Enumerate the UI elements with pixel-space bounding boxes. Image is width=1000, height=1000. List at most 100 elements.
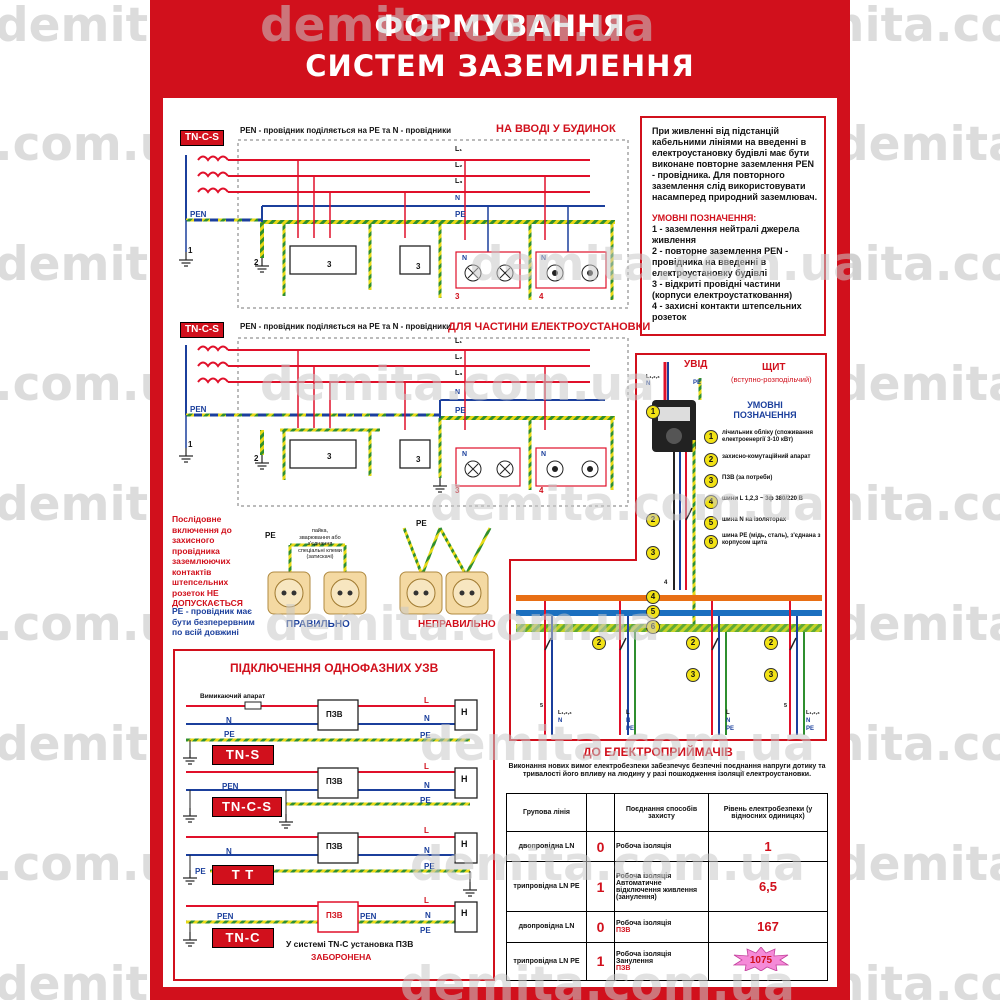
- marker-2: 2: [686, 636, 700, 650]
- marker-4: 4: [704, 495, 718, 509]
- label-n: N: [462, 451, 468, 458]
- wire-pe: PE: [224, 730, 235, 739]
- highlight-burst: 1075: [733, 947, 789, 971]
- wire-label: PE: [726, 726, 735, 732]
- wire-l: L: [424, 696, 429, 705]
- wire-label: PE: [806, 726, 815, 732]
- system-badge: TN-C-S: [212, 797, 282, 817]
- load: H: [461, 707, 468, 717]
- wire-label: PE: [626, 726, 635, 732]
- diagram-2-heading: ДЛЯ ЧАСТИНИ ЕЛЕКТРОУСТАНОВКИ: [448, 321, 651, 333]
- label-n: N: [541, 451, 547, 458]
- panel-title: ЩИТ: [762, 362, 786, 373]
- forbidden-note-2: ЗАБОРОНЕНА: [311, 952, 372, 962]
- table-row: трипровідна LN PE 1 Робоча ізоляція Авто…: [506, 861, 828, 913]
- legend-item: 4 - захисні контакти штепсельних розеток: [652, 301, 802, 322]
- protection-text: Робоча ізоляція Занулення: [616, 950, 672, 965]
- table-cell: трипровідна LN PE: [506, 941, 587, 982]
- wire-label: N: [646, 381, 651, 387]
- table-cell: трипровідна LN PE: [506, 861, 587, 913]
- wire-pe: PE: [195, 867, 206, 876]
- label-pe: PE: [455, 406, 466, 415]
- marker-3: 3: [455, 486, 460, 495]
- label-pen: PEN: [190, 405, 207, 414]
- label-l2: L₂: [455, 354, 463, 361]
- table-header: [586, 793, 615, 832]
- wire-pen: PEN: [222, 782, 239, 791]
- marker-3: 3: [686, 668, 700, 682]
- label-n: N: [455, 195, 461, 202]
- marker-3: 3: [416, 262, 421, 271]
- wire-label: L₁,₂,₃: [806, 710, 820, 716]
- marker-4: 4: [539, 292, 544, 301]
- diagram-1-caption: PEN - провідник поділяється на РЕ та N -…: [240, 126, 451, 135]
- rcd-section: [173, 649, 495, 981]
- wire-pe: PE: [420, 796, 431, 805]
- rcd-box: ПЗВ: [326, 777, 343, 786]
- pe-label: PE: [265, 531, 276, 540]
- wire-pe: PE: [420, 926, 431, 935]
- marker-5: 5: [784, 703, 788, 709]
- load: H: [461, 774, 468, 784]
- wire-label: N: [626, 718, 631, 724]
- table-cell: 0: [586, 830, 615, 863]
- switch-label: Вимикаючий апарат: [200, 693, 266, 700]
- table-cell: Робоча ізоляція: [614, 830, 709, 863]
- distribution-panel: [509, 353, 827, 741]
- wire-pen: PEN: [360, 912, 377, 921]
- panel-legend-item: захисно-комутаційний апарат: [722, 454, 811, 460]
- wire-label: N: [558, 718, 563, 724]
- panel-legend-item: лічильник обліку (споживання електроенер…: [722, 430, 814, 443]
- title-line-2: СИСТЕМ ЗАЗЕМЛЕННЯ: [305, 49, 695, 83]
- marker-4: 4: [646, 590, 660, 604]
- consumers-title: ДО ЕЛЕКТРОПРИЙМАЧІВ: [583, 745, 733, 759]
- marker-2: 2: [254, 454, 259, 463]
- legend-item: 3 - відкриті провідні частини (корпуси е…: [652, 279, 793, 300]
- diagram-1-badge: TN-C-S: [180, 130, 224, 146]
- info-text: При живленні від підстанцій кабельними л…: [652, 126, 818, 202]
- table-header: Групова лінія: [506, 793, 587, 832]
- wire-pe: PE: [420, 731, 431, 740]
- label-l3: L₃: [455, 178, 463, 185]
- marker-5: 5: [646, 605, 660, 619]
- wire-n: N: [424, 714, 430, 723]
- marker-2: 2: [646, 513, 660, 527]
- consumers-note: Виконання нових вимог електробезпеки заб…: [508, 763, 826, 779]
- marker-3: 3: [704, 474, 718, 488]
- legend-title: УМОВНІ ПОЗНАЧЕННЯ:: [652, 213, 757, 223]
- wire-l: L: [424, 762, 429, 771]
- wire-pe: PE: [424, 862, 435, 871]
- table-header: Рівень електробезпеки (у відносних одини…: [708, 793, 828, 832]
- table-cell: 6,5: [708, 861, 828, 913]
- marker-5: 5: [704, 516, 718, 530]
- marker-3: 3: [327, 260, 332, 269]
- marker-1: 1: [188, 246, 193, 255]
- sockets-illustration: [267, 527, 492, 615]
- diagram-2-caption: PEN - провідник поділяється на РЕ та N -…: [240, 322, 451, 331]
- table-cell: 0: [586, 911, 615, 943]
- diagram-1-schematic: [178, 139, 629, 309]
- rcd-box: ПЗВ: [326, 710, 343, 719]
- wire-label: N: [806, 718, 811, 724]
- wire-label: N: [726, 718, 731, 724]
- table-cell: 1: [708, 830, 828, 863]
- diagram-2-badge: TN-C-S: [180, 322, 224, 338]
- rcd-title: ПІДКЛЮЧЕННЯ ОДНОФАЗНИХ УЗВ: [230, 661, 439, 675]
- system-badge: T T: [212, 865, 274, 885]
- marker-1: 1: [188, 440, 193, 449]
- legend-item: 2 - повторне заземлення PEN - провідника…: [652, 246, 789, 278]
- system-badge: TN-S: [212, 745, 274, 765]
- rcd-box: ПЗВ: [326, 842, 343, 851]
- marker-6: 6: [704, 535, 718, 549]
- panel-legend-item: шина N на ізоляторах: [722, 517, 787, 523]
- pe-continuous-note: РЕ - провідник має бути безперервним по …: [172, 606, 255, 637]
- poster-title: ФОРМУВАННЯ СИСТЕМ ЗАЗЕМЛЕННЯ: [150, 6, 850, 86]
- series-warning: Послідовне включення до захисного провід…: [172, 514, 243, 608]
- input-label: УВІД: [684, 359, 708, 370]
- label-pen: PEN: [190, 210, 207, 219]
- load: H: [461, 908, 468, 918]
- highlight-value: 1075: [750, 955, 773, 966]
